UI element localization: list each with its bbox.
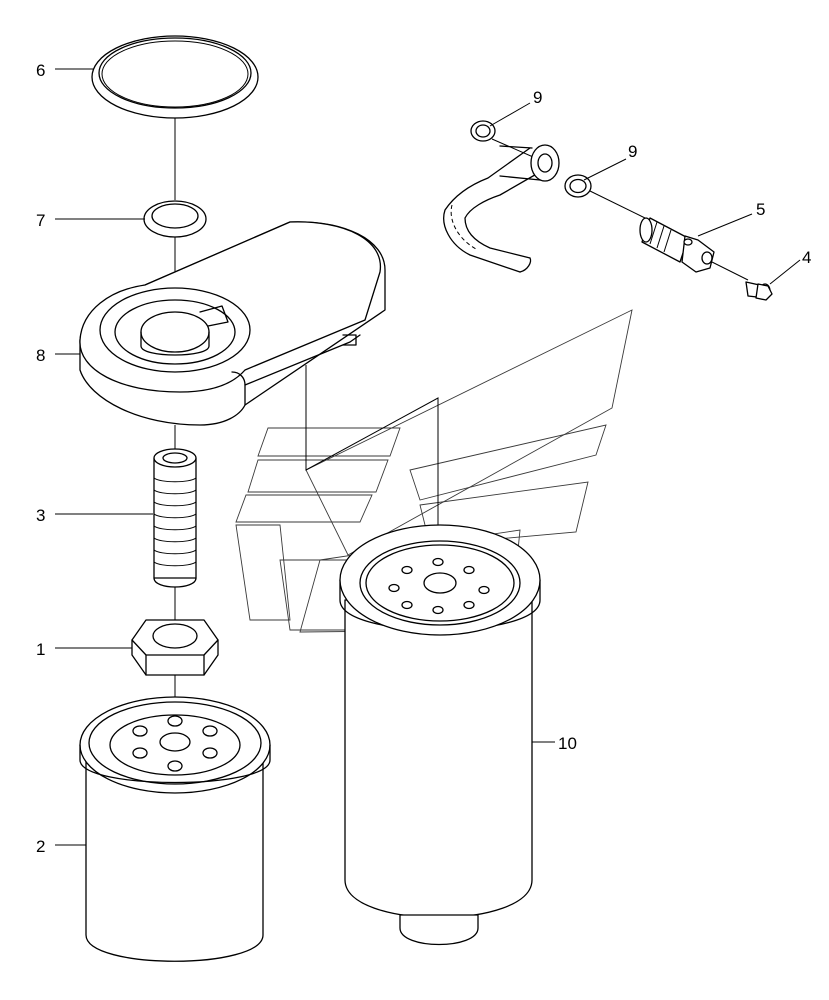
- filter-cartridge-part-2: [79, 696, 271, 962]
- callout-3: 3: [36, 506, 45, 525]
- o-ring-large-part-6: [91, 35, 259, 119]
- washer-part-9-lower: [564, 174, 592, 198]
- filter-cartridge-part-10: [339, 524, 541, 946]
- callout-4: 4: [802, 248, 811, 267]
- callout-5: 5: [756, 200, 765, 219]
- hex-nut-part-1: [131, 619, 219, 676]
- fuel-line-banjo: [443, 144, 560, 273]
- callout-6: 6: [36, 61, 45, 80]
- callout-9-lower: 9: [628, 142, 637, 161]
- bleed-screw-part-4: [745, 281, 773, 301]
- callout-8: 8: [36, 346, 45, 365]
- threaded-nipple-part-3: [153, 448, 197, 588]
- callout-9-upper: 9: [533, 88, 542, 107]
- seal-ring-part-7: [143, 200, 207, 238]
- callout-7: 7: [36, 211, 45, 230]
- banjo-bolt-part-5: [639, 217, 715, 273]
- callout-2: 2: [36, 837, 45, 856]
- callout-10: 10: [558, 734, 577, 753]
- filter-head-part-8: [79, 221, 386, 426]
- callout-1: 1: [36, 640, 45, 659]
- washer-part-9-upper: [470, 120, 496, 142]
- callout-leaders: [55, 68, 801, 846]
